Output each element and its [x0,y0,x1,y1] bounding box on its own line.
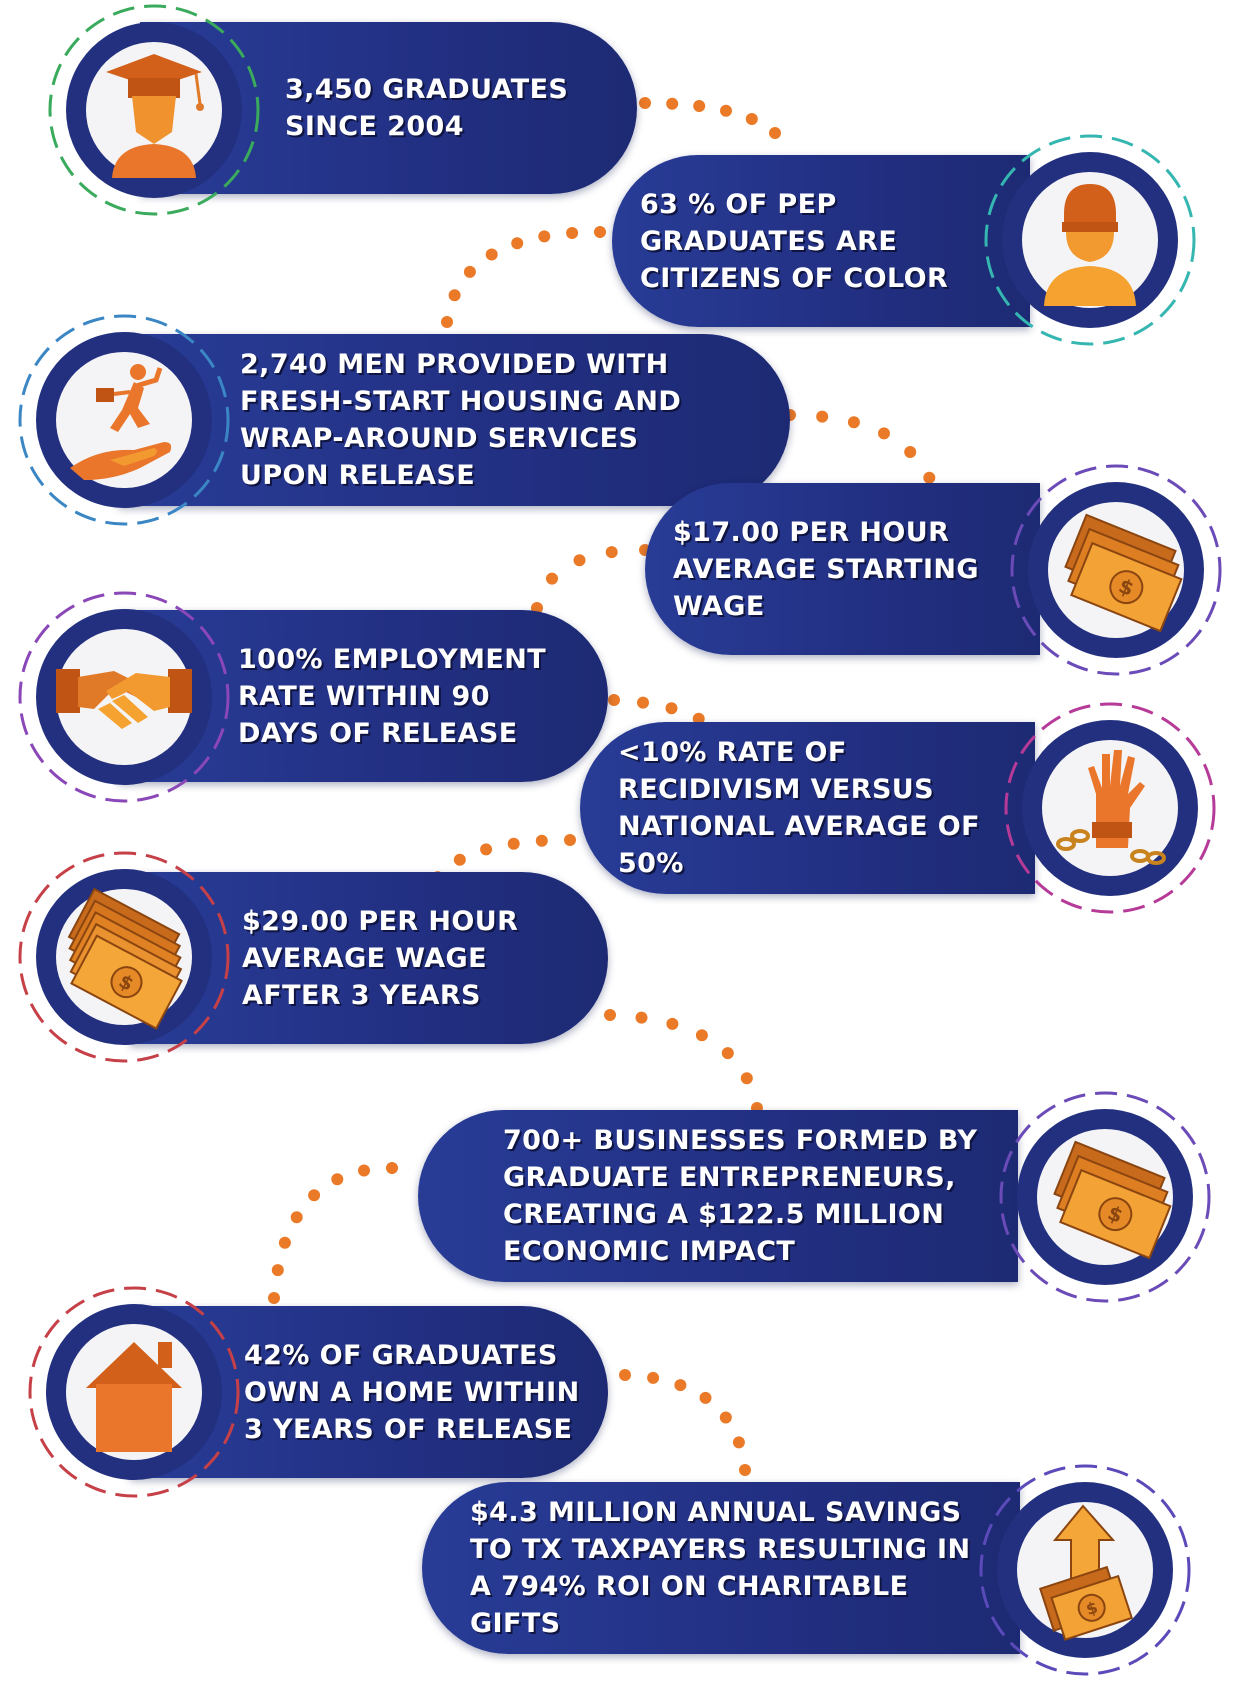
connector-dot [564,834,576,846]
connector-dot [453,853,466,866]
connector-dot [511,237,524,250]
connector-dot [720,104,732,117]
stat-text-starting-wage: $17.00 PER HOUR AVERAGE STARTING WAGE [673,516,979,622]
stat-badge-citizens-of-color [980,130,1200,350]
connector-dot [847,416,860,429]
graduate-icon [106,54,204,178]
stat-badge-starting-wage: $ [1006,460,1226,680]
money-icon: $ [1053,1140,1172,1260]
stat-badge-businesses: $ [995,1087,1215,1307]
connector-dot [637,696,649,709]
svg-text:$: $ [1084,1598,1100,1620]
stat-pill-taxpayer-savings: $4.3 MILLION ANNUAL SAVINGS TO TX TAXPAY… [422,1482,1020,1654]
connector-dot [647,1371,660,1384]
connector-dot [386,1162,398,1174]
stat-text-citizens-of-color: 63 % OF PEP GRADUATES ARE CITIZENS OF CO… [640,188,949,294]
connector-dot [769,127,781,139]
connector-dot [693,100,706,112]
stat-text-wage-after-3-years: $29.00 PER HOUR AVERAGE WAGE AFTER 3 YEA… [242,905,519,1011]
connector-dot [732,1436,745,1449]
connector-dot [745,113,758,125]
connector-dot [635,1011,648,1024]
broken-chain-hand-icon [1056,750,1166,865]
connector-dot [278,1236,291,1249]
connector-dot [608,694,620,706]
stat-text-recidivism: <10% RATE OF RECIDIVISM VERSUS NATIONAL … [618,737,981,879]
connector-dot [594,226,606,238]
connector-dot [308,1189,321,1202]
stat-text-employment: 100% EMPLOYMENT RATE WITHIN 90 DAYS OF R… [238,643,547,749]
connector-dot [665,702,678,715]
connector-dot [666,1017,679,1030]
stat-pill-citizens-of-color: 63 % OF PEP GRADUATES ARE CITIZENS OF CO… [612,155,1030,327]
connector-dot [666,97,679,110]
connector-dot [639,97,651,109]
stat-badge-home-ownership [24,1282,244,1502]
connector-dot [538,230,551,243]
connector-dot [441,316,453,328]
runner-on-hand-icon [70,364,172,480]
connector-8 [274,1168,392,1298]
money-growth-arrow-icon: $ [1038,1504,1134,1641]
connector-dot [507,837,520,850]
stat-pill-starting-wage: $17.00 PER HOUR AVERAGE STARTING WAGE [645,483,1040,655]
money-stack-icon: $ [67,887,183,1030]
stat-badge-housing [14,310,234,530]
connector-dot [448,289,461,302]
connector-dot [604,1009,616,1021]
connector-dot [719,1411,732,1424]
connector-dot [904,446,917,458]
connector-dot [740,1072,753,1085]
stat-badge-wage-after-3-years: $ [14,847,234,1067]
money-icon: $ [1064,513,1183,633]
connector-dot [566,227,579,239]
connector-dot [535,834,548,847]
connector-dot [463,265,476,278]
connector-dot [816,410,829,423]
connector-dot [480,843,493,856]
stat-text-home-ownership: 42% OF GRADUATES OWN A HOME WITHIN 3 YEA… [244,1339,580,1445]
stat-badge-recidivism [1000,698,1220,918]
connector-dot [331,1173,344,1186]
connector-dot [674,1379,687,1392]
connector-dot [923,471,936,484]
house-icon [86,1342,182,1452]
connector-dot [695,1029,708,1042]
handshake-icon [56,669,192,729]
connector-dot [358,1164,370,1177]
connector-dot [605,546,618,559]
stat-text-businesses: 700+ BUSINESSES FORMED BY GRADUATE ENTRE… [503,1125,978,1267]
connector-dot [485,248,498,261]
connector-dot [546,572,558,585]
connector-7 [610,1015,757,1108]
connector-dot [573,554,586,567]
connector-dot [271,1264,284,1277]
connector-dot [268,1292,280,1304]
connector-dot [290,1211,303,1224]
stat-text-taxpayer-savings: $4.3 MILLION ANNUAL SAVINGS TO TX TAXPAY… [470,1497,971,1639]
connector-dot [692,712,705,725]
stat-pill-housing: 2,740 MEN PROVIDED WITH FRESH-START HOUS… [118,334,790,506]
connector-dot [721,1047,734,1060]
connector-dot [878,427,890,440]
stat-text-housing: 2,740 MEN PROVIDED WITH FRESH-START HOUS… [240,349,682,491]
stat-badge-taxpayer-savings: $ [975,1460,1195,1680]
connector-dot [699,1391,712,1404]
connector-dot [619,1369,631,1381]
stat-pill-businesses: 700+ BUSINESSES FORMED BY GRADUATE ENTRE… [418,1110,1018,1282]
stat-badge-employment [14,587,234,807]
person-icon [1044,184,1136,306]
stat-pill-recidivism: <10% RATE OF RECIDIVISM VERSUS NATIONAL … [580,722,1035,894]
stat-text-graduates: 3,450 GRADUATES SINCE 2004 [285,74,569,142]
stat-badge-graduates [44,0,264,220]
connector-dot [739,1464,751,1476]
